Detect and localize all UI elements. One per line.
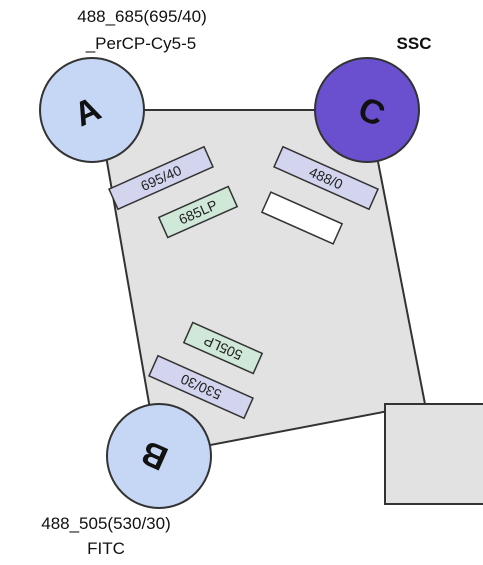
node-a: A — [39, 57, 145, 163]
node-a-label-line2: _PerCP-Cy5-5 — [85, 34, 197, 53]
filter-empty — [260, 191, 344, 245]
node-c: C — [314, 57, 420, 163]
node-c-label: SSC — [397, 34, 432, 53]
node-b-label-line2: FITC — [87, 539, 125, 558]
node-b-label-line1: 488_505(530/30) — [41, 514, 171, 533]
node-b: B — [106, 403, 212, 509]
node-a-label-line1: 488_685(695/40) — [77, 7, 207, 26]
output-box — [384, 403, 483, 505]
